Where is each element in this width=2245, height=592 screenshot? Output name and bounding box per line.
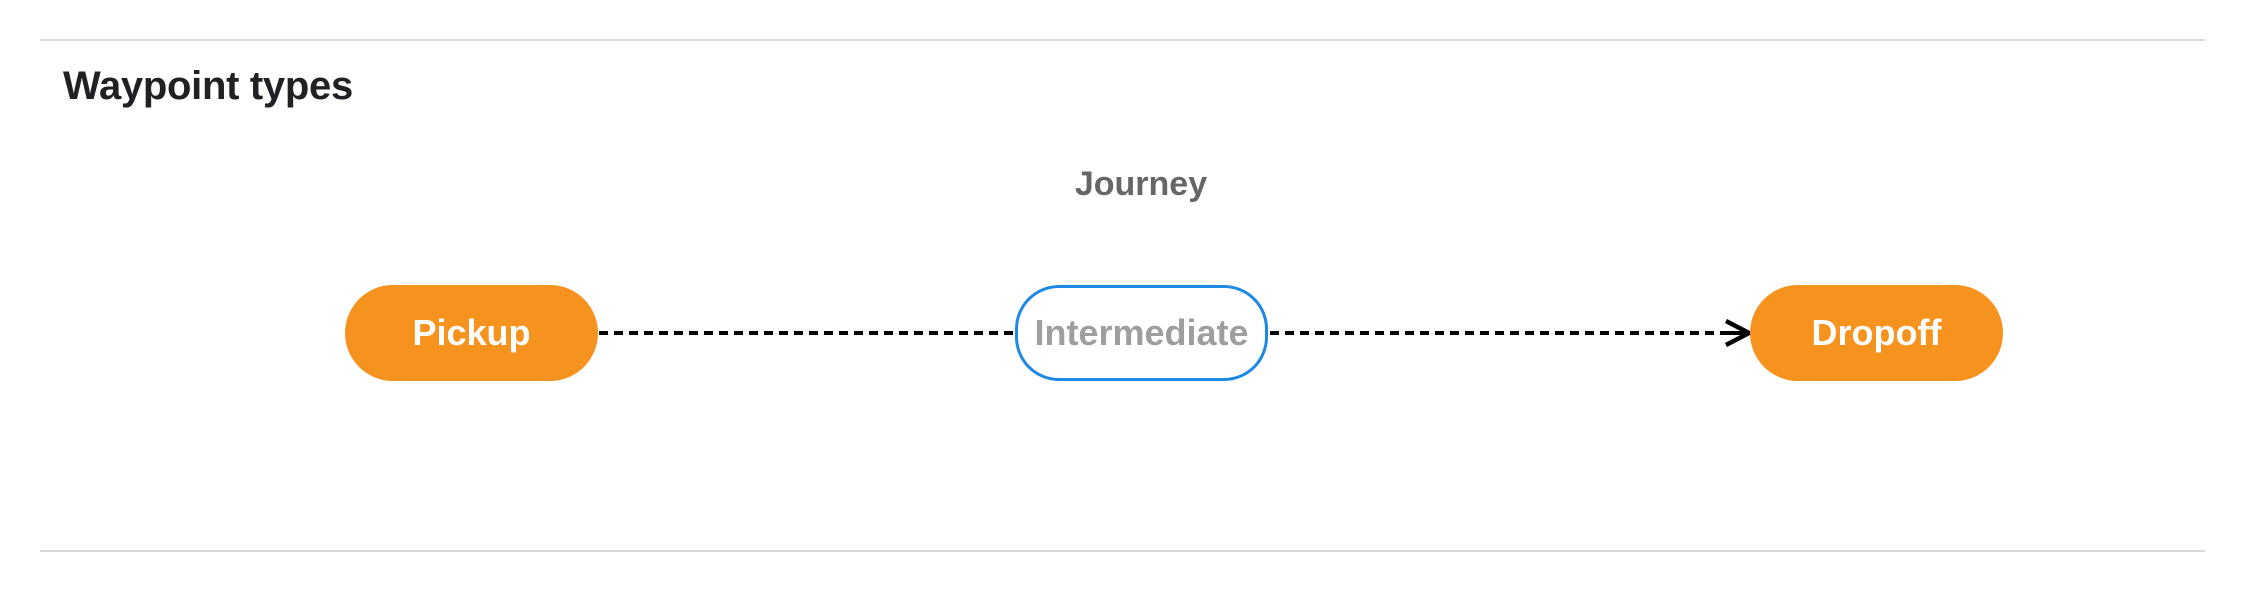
node-dropoff: Dropoff	[1750, 285, 2003, 381]
node-pickup-label: Pickup	[412, 312, 531, 353]
open-arrowhead-icon	[1724, 319, 1754, 347]
page-title: Waypoint types	[63, 64, 353, 108]
top-divider	[40, 39, 2205, 41]
node-dropoff-label: Dropoff	[1811, 312, 1942, 353]
node-pickup: Pickup	[345, 285, 598, 381]
journey-cluster-label: Journey	[1074, 165, 1208, 203]
bottom-divider	[40, 550, 2205, 552]
node-intermediate-label: Intermediate	[1034, 312, 1249, 353]
node-intermediate: Intermediate	[1015, 285, 1268, 381]
